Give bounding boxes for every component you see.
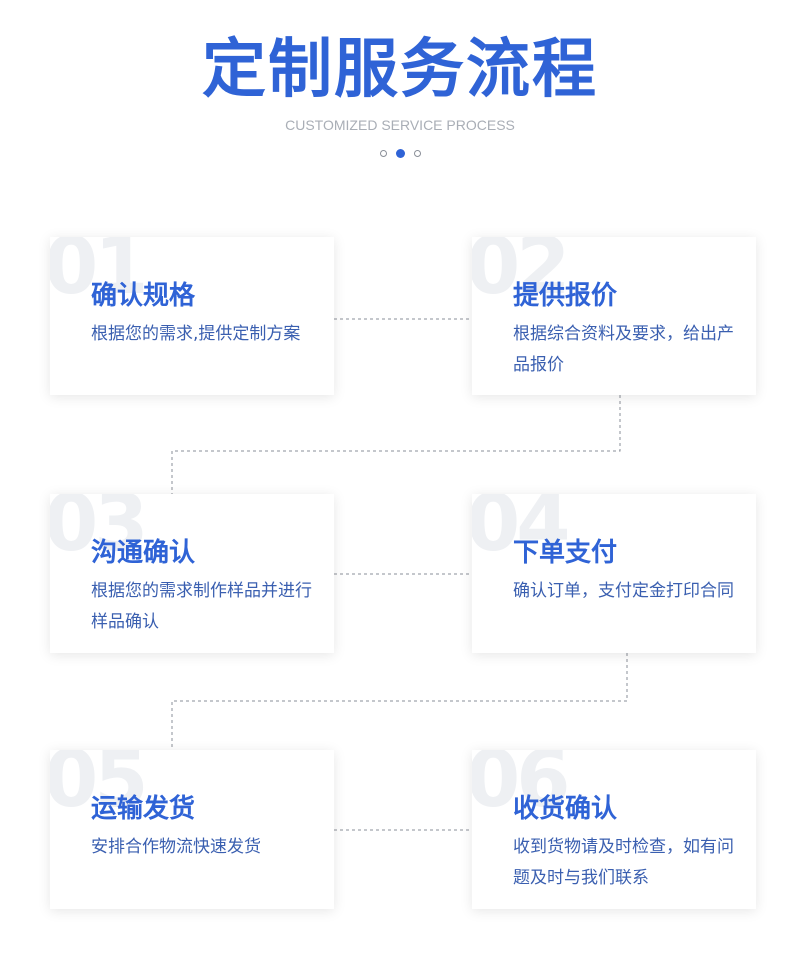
step-description: 收到货物请及时检查，如有问题及时与我们联系 <box>513 837 734 888</box>
step-number: 05 <box>50 750 149 825</box>
step-description: 根据您的需求,提供定制方案 <box>91 324 301 344</box>
step-title: 提供报价 <box>513 281 618 311</box>
step-card-06: 06 收货确认 收到货物请及时检查，如有问题及时与我们联系 <box>472 750 756 909</box>
page-header: 定制服务流程 CUSTOMIZED SERVICE PROCESS <box>0 0 800 170</box>
page-title: 定制服务流程 <box>202 33 598 107</box>
connector-line-2-3 <box>171 395 621 494</box>
dot-indicator <box>413 149 421 157</box>
step-number: 03 <box>50 494 149 569</box>
step-title: 收货确认 <box>513 794 618 824</box>
connector-line-4-5 <box>171 653 628 750</box>
step-number: 04 <box>472 494 571 569</box>
step-description: 根据您的需求制作样品并进行样品确认 <box>91 581 312 632</box>
step-number: 02 <box>472 237 571 312</box>
step-card-03: 03 沟通确认 根据您的需求制作样品并进行样品确认 <box>50 494 334 653</box>
step-title: 确认规格 <box>91 281 196 311</box>
step-title: 下单支付 <box>513 538 618 568</box>
step-card-04: 04 下单支付 确认订单，支付定金打印合同 <box>472 494 756 653</box>
pagination-dots <box>0 146 800 160</box>
step-card-05: 05 运输发货 安排合作物流快速发货 <box>50 750 334 909</box>
dot-indicator <box>379 149 387 157</box>
step-description: 确认订单，支付定金打印合同 <box>513 581 734 601</box>
step-number: 06 <box>472 750 571 825</box>
step-number: 01 <box>50 237 149 312</box>
step-card-01: 01 确认规格 根据您的需求,提供定制方案 <box>50 237 334 395</box>
step-title: 运输发货 <box>91 794 196 824</box>
step-title: 沟通确认 <box>91 538 196 568</box>
step-description: 根据综合资料及要求，给出产品报价 <box>513 324 734 375</box>
step-description: 安排合作物流快速发货 <box>91 837 261 857</box>
page-subtitle: CUSTOMIZED SERVICE PROCESS <box>285 117 515 133</box>
dot-indicator-active <box>395 148 405 158</box>
step-card-02: 02 提供报价 根据综合资料及要求，给出产品报价 <box>472 237 756 395</box>
